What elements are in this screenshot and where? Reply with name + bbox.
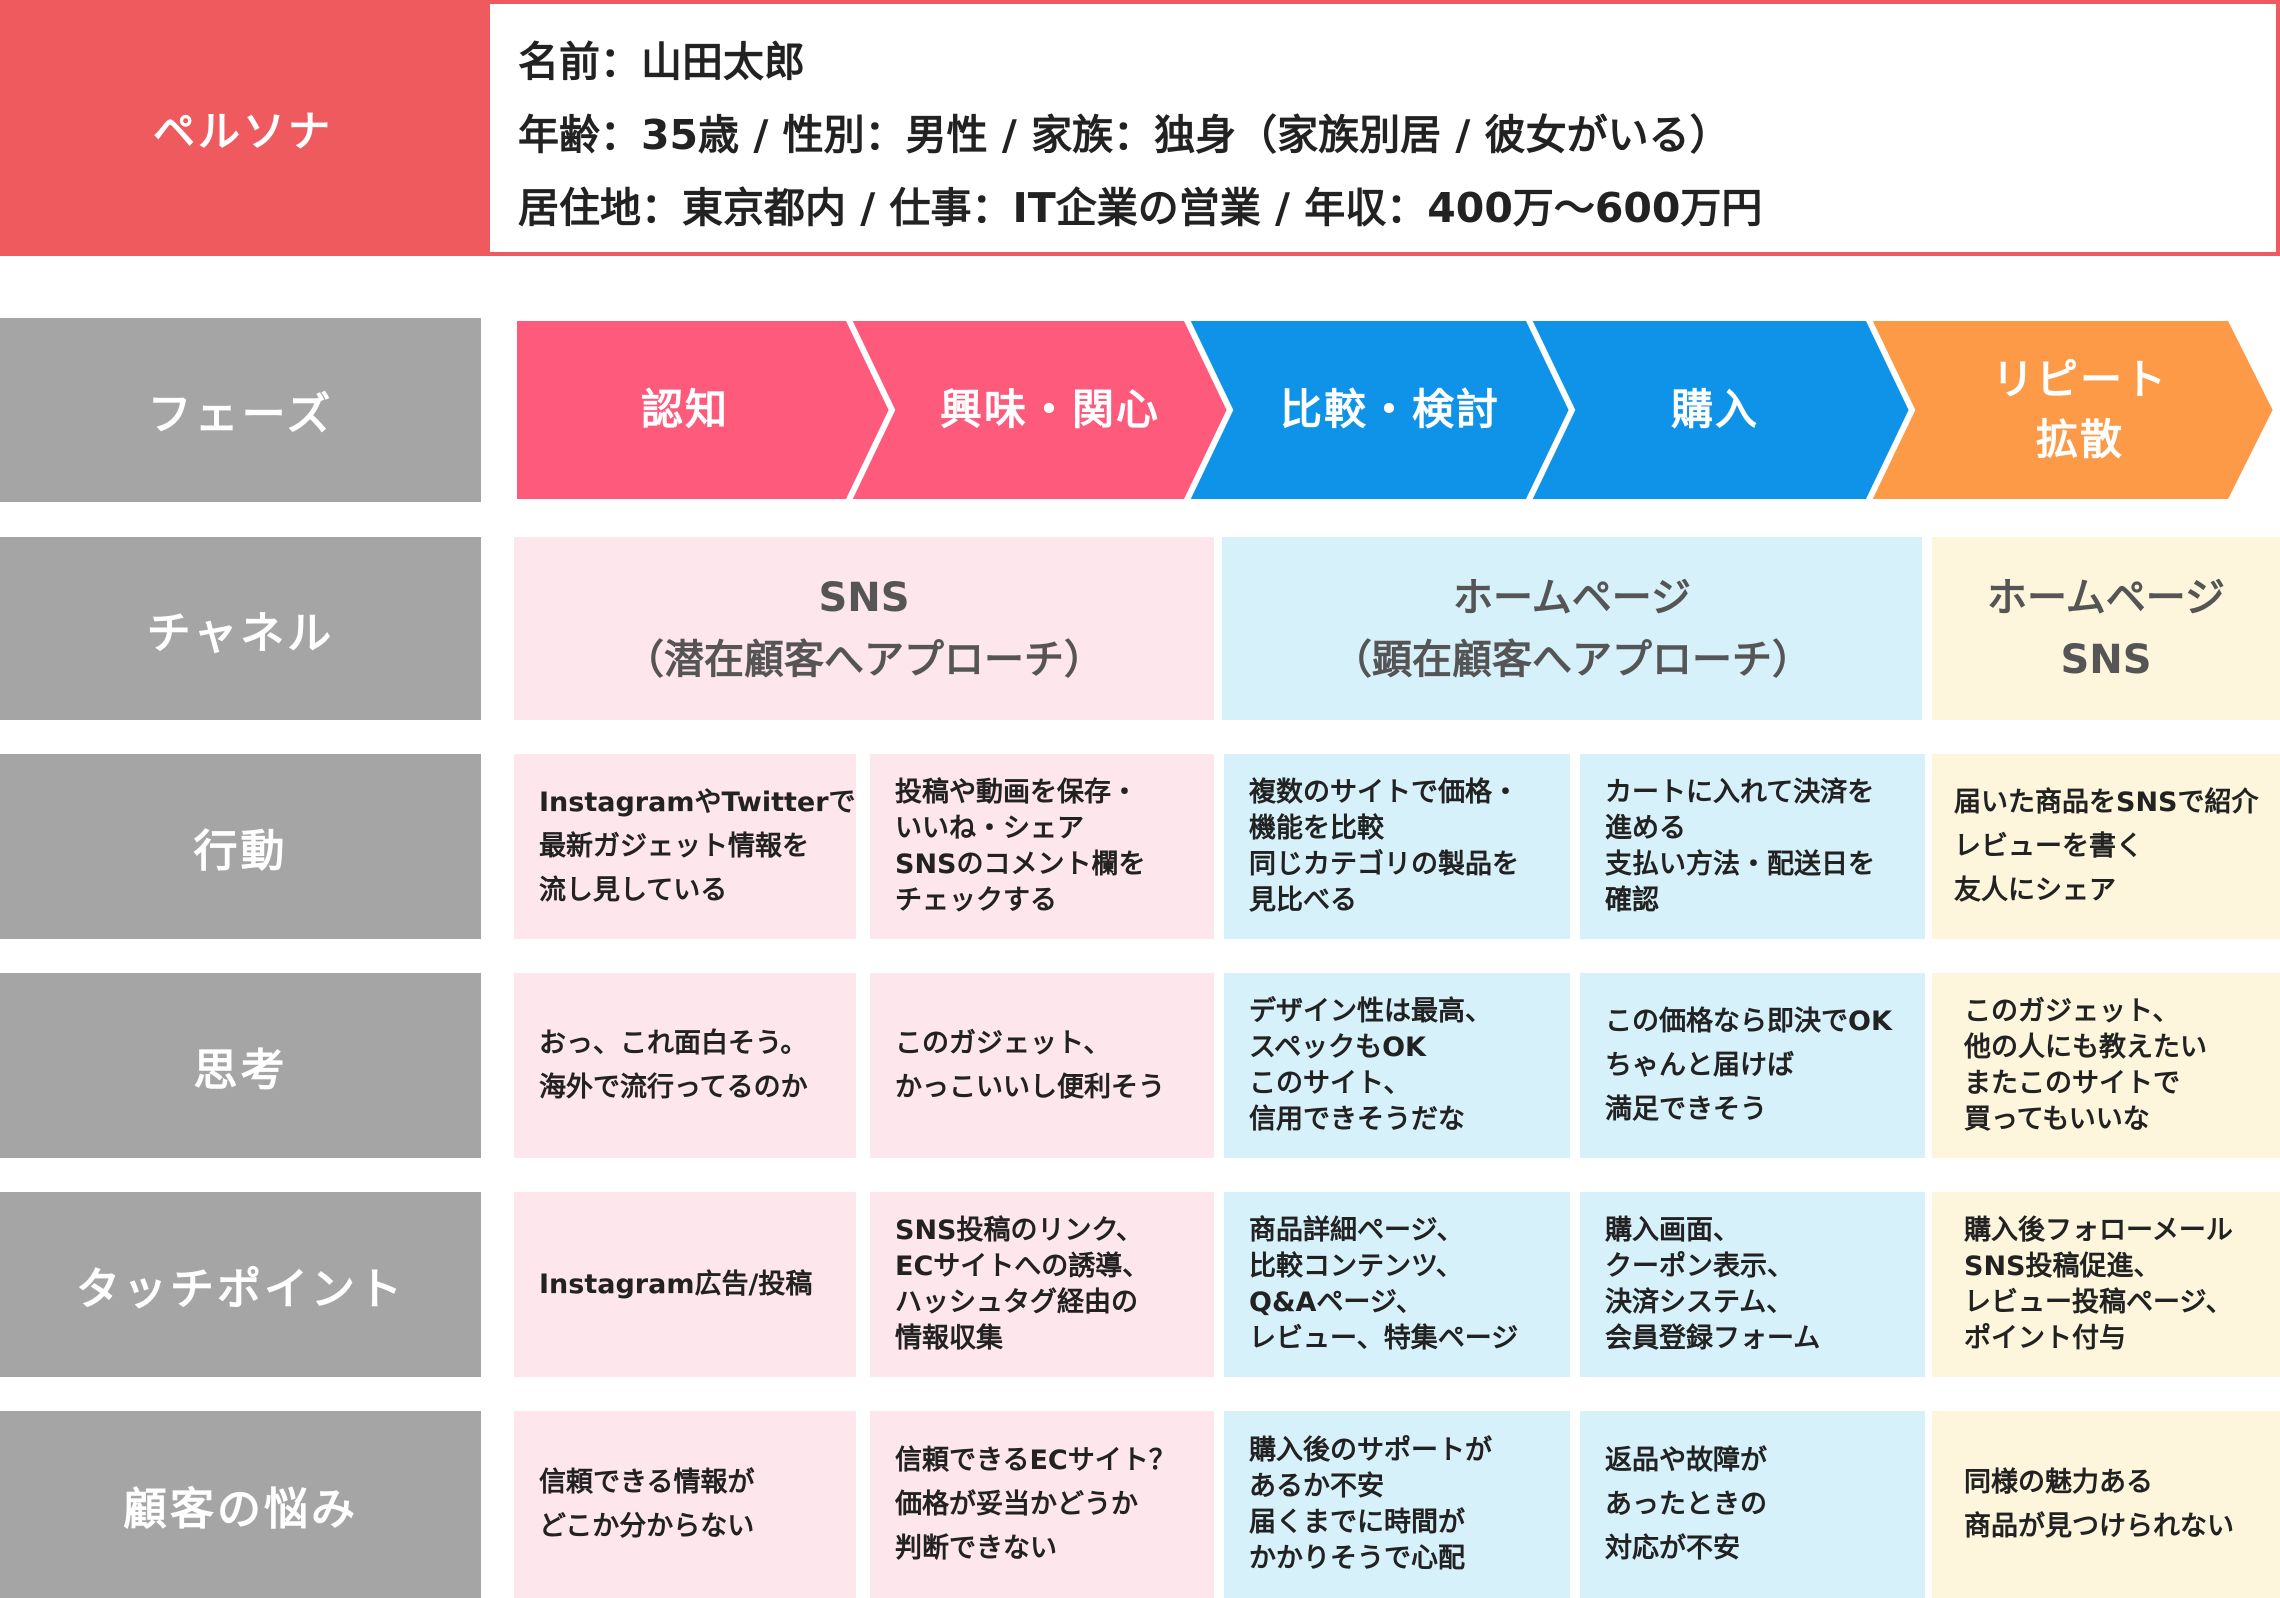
action-cell-purchase: カートに入れて決済を進める支払い方法・配送日を確認 — [1580, 754, 1925, 939]
thought-cell-interest: このガジェット、かっこいいし便利そう — [870, 973, 1214, 1158]
row-label-pain: 顧客の悩み — [0, 1411, 481, 1598]
phase-chevron-repeat — [1863, 315, 2280, 505]
row-label-channel: チャネル — [0, 537, 481, 720]
touchpoint-cell-awareness: Instagram広告/投稿 — [514, 1192, 856, 1377]
pain-cell-interest: 信頼できるECサイト？価格が妥当かどうか判断できない — [870, 1411, 1214, 1598]
phase-label-purchase: 購入 — [1670, 385, 1759, 434]
channel-sns: SNS （潜在顧客へアプローチ） — [514, 537, 1214, 720]
row-label-phase: フェーズ — [0, 318, 481, 502]
row-label-thought: 思考 — [0, 973, 481, 1158]
persona-name-line: 名前：山田太郎 — [518, 38, 805, 86]
persona-residence-line: 居住地：東京都内 / 仕事：IT企業の営業 / 年収：400万〜600万円 — [518, 184, 1763, 232]
pain-cell-repeat: 同様の魅力ある商品が見つけられない — [1932, 1411, 2280, 1598]
pain-cell-awareness: 信頼できる情報がどこか分からない — [514, 1411, 856, 1598]
thought-cell-repeat: このガジェット、他の人にも教えたいまたこのサイトで買ってもいいな — [1932, 973, 2280, 1158]
row-label-action: 行動 — [0, 754, 481, 939]
pain-cell-purchase: 返品や故障があったときの対応が不安 — [1580, 1411, 1925, 1598]
phase-label-comparison: 比較・検討 — [1279, 385, 1500, 434]
phase-label-interest: 興味・関心 — [939, 385, 1160, 434]
touchpoint-cell-interest: SNS投稿のリンク、ECサイトへの誘導、ハッシュタグ経由の情報収集 — [870, 1192, 1214, 1377]
touchpoint-cell-purchase: 購入画面、クーポン表示、決済システム、会員登録フォーム — [1580, 1192, 1925, 1377]
action-cell-awareness: InstagramやTwitterで最新ガジェット情報を流し見している — [514, 754, 856, 939]
phase-label-awareness: 認知 — [640, 385, 729, 434]
persona-label: ペルソナ — [0, 0, 486, 256]
pain-cell-comparison: 購入後のサポートがあるか不安届くまでに時間がかかりそうで心配 — [1224, 1411, 1570, 1598]
action-cell-comparison: 複数のサイトで価格・機能を比較同じカテゴリの製品を見比べる — [1224, 754, 1570, 939]
persona-profile-line: 年齢：35歳 / 性別：男性 / 家族：独身（家族別居 / 彼女がいる） — [518, 111, 1731, 159]
touchpoint-cell-comparison: 商品詳細ページ、比較コンテンツ、Q&Aページ、レビュー、特集ページ — [1224, 1192, 1570, 1377]
persona-details: 名前：山田太郎 年齢：35歳 / 性別：男性 / 家族：独身（家族別居 / 彼女… — [486, 0, 2280, 256]
channel-homepage: ホームページ （顕在顧客へアプローチ） — [1222, 537, 1922, 720]
row-label-touchpoint: タッチポイント — [0, 1192, 481, 1377]
thought-cell-awareness: おっ、これ面白そう。海外で流行ってるのか — [514, 973, 856, 1158]
phase-label-repeat: リピート 拡散 — [1991, 355, 2168, 464]
action-cell-repeat: 届いた商品をSNSで紹介レビューを書く友人にシェア — [1932, 754, 2280, 939]
channel-homepage-sns: ホームページ SNS — [1932, 537, 2280, 720]
